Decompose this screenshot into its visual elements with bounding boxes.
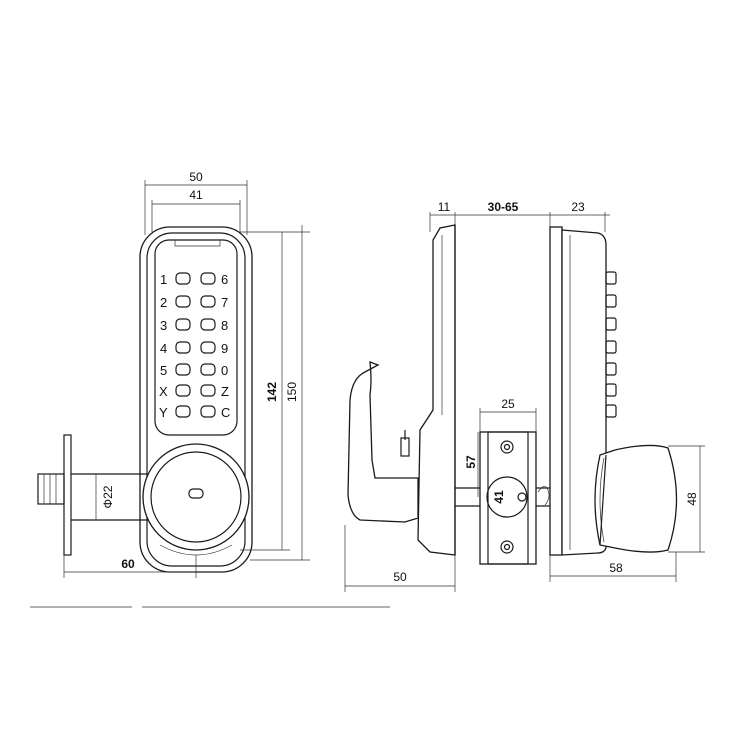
key-label: 9 bbox=[221, 341, 228, 356]
key-label: 7 bbox=[221, 295, 228, 310]
keypad-button[interactable] bbox=[200, 295, 216, 308]
dim-backset: 60 bbox=[121, 557, 135, 571]
keypad-button[interactable] bbox=[175, 384, 191, 397]
key-label: 5 bbox=[160, 363, 167, 378]
dim-rear-depth: 23 bbox=[571, 200, 585, 214]
keypad-left-column: 1 2 3 4 5 X Y bbox=[159, 272, 191, 420]
dim-front-depth: 11 bbox=[438, 200, 451, 214]
key-label: 3 bbox=[160, 318, 167, 333]
front-knob-outer bbox=[142, 443, 250, 551]
key-label: 6 bbox=[221, 272, 228, 287]
key-label: 2 bbox=[160, 295, 167, 310]
keypad-button[interactable] bbox=[175, 405, 191, 418]
keypad-button[interactable] bbox=[200, 363, 216, 376]
key-label: X bbox=[159, 384, 168, 399]
key-label: C bbox=[221, 405, 230, 420]
key-label: 0 bbox=[221, 363, 228, 378]
dim-lever-projection: 50 bbox=[393, 570, 407, 584]
key-label: 4 bbox=[160, 341, 167, 356]
keypad-button[interactable] bbox=[175, 341, 191, 354]
dim-spindle-diameter: Φ22 bbox=[101, 485, 115, 508]
keypad-right-column: 6 7 8 9 0 Z C bbox=[200, 272, 230, 420]
keypad-button[interactable] bbox=[200, 341, 216, 354]
keypad-button[interactable] bbox=[175, 318, 191, 331]
keypad-button[interactable] bbox=[175, 295, 191, 308]
dim-knob-projection: 58 bbox=[609, 561, 623, 575]
latch-center-hole bbox=[486, 476, 528, 518]
key-label: Z bbox=[221, 384, 229, 399]
keypad-button[interactable] bbox=[200, 384, 216, 397]
keypad-button[interactable] bbox=[200, 405, 216, 418]
dim-latch-center: 41 bbox=[492, 490, 506, 504]
rear-knob[interactable] bbox=[594, 444, 678, 553]
dim-height-inner: 142 bbox=[265, 382, 279, 402]
dim-width-outer: 50 bbox=[189, 170, 203, 184]
keypad-button[interactable] bbox=[200, 318, 216, 331]
keypad-button[interactable] bbox=[175, 272, 191, 285]
front-housing-profile bbox=[417, 224, 456, 556]
rear-key-buttons bbox=[605, 271, 617, 418]
side-view: 11 30-65 23 41 25 57 bbox=[344, 200, 705, 592]
latch-bolt bbox=[37, 473, 65, 505]
key-label: Y bbox=[159, 405, 168, 420]
keypad-button[interactable] bbox=[175, 363, 191, 376]
dim-door-thickness: 30-65 bbox=[488, 200, 519, 214]
front-view: 50 41 1 2 3 4 5 X Y bbox=[30, 170, 390, 608]
rear-housing bbox=[549, 226, 563, 556]
key-label: 1 bbox=[160, 272, 167, 287]
key-label: 8 bbox=[221, 318, 228, 333]
keypad-button[interactable] bbox=[200, 272, 216, 285]
dim-latch-plate-width: 25 bbox=[501, 397, 515, 411]
dim-latch-plate-height: 57 bbox=[464, 455, 478, 469]
key-cylinder-icon bbox=[188, 488, 204, 499]
latch-faceplate bbox=[63, 434, 72, 556]
dim-width-inner: 41 bbox=[189, 188, 203, 202]
dim-height-outer: 150 bbox=[285, 382, 299, 402]
lever-handle[interactable] bbox=[347, 361, 419, 523]
dim-knob-diameter: 48 bbox=[685, 492, 699, 506]
